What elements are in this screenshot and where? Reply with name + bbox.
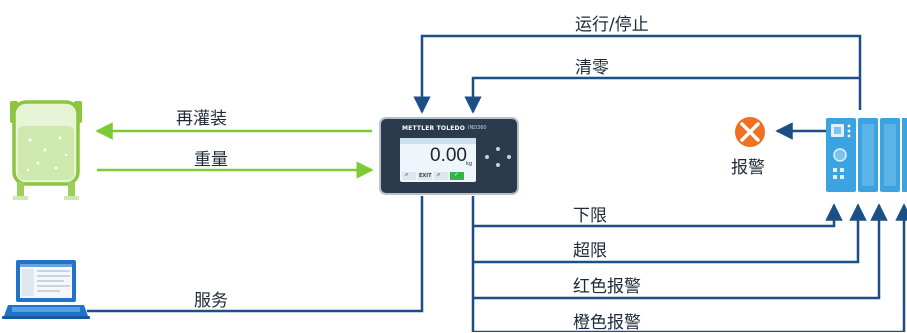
alarm-icon (735, 117, 765, 147)
terminal-softkey-3: ⌕ (437, 171, 441, 178)
label-lower-limit: 下限 (573, 206, 607, 226)
red-alarm-line (473, 203, 888, 300)
run-stop-line (413, 34, 862, 114)
terminal-unit: kg (466, 161, 473, 167)
label-over-limit: 超限 (573, 241, 607, 261)
laptop-icon (2, 260, 90, 319)
plc-icon (826, 118, 907, 192)
label-weight: 重量 (194, 150, 228, 170)
label-refill: 再灌装 (176, 109, 227, 129)
label-red-alarm: 红色报警 (573, 277, 641, 297)
over-limit-line (473, 203, 867, 264)
terminal-brand: METTLER TOLEDO (402, 125, 466, 132)
terminal-model: IND360 (468, 125, 487, 131)
label-run-stop: 运行/停止 (575, 15, 649, 35)
terminal-softkey-2: EXIT (419, 173, 432, 179)
terminal-display-value: 0.00 (430, 145, 467, 166)
label-alarm: 报警 (731, 158, 765, 178)
terminal-softkey-4: ✓ (454, 171, 460, 178)
label-zero: 清零 (575, 58, 609, 78)
terminal-softkey-1: ⌕ (405, 171, 409, 178)
orange-alarm-line (473, 203, 907, 332)
label-orange-alarm: 橙色报警 (573, 313, 641, 333)
label-service: 服务 (194, 291, 228, 311)
tank-icon (10, 100, 82, 200)
zero-line (464, 76, 860, 114)
lower-limit-line (473, 203, 843, 228)
weighing-terminal (379, 117, 519, 195)
service-line (87, 196, 424, 313)
